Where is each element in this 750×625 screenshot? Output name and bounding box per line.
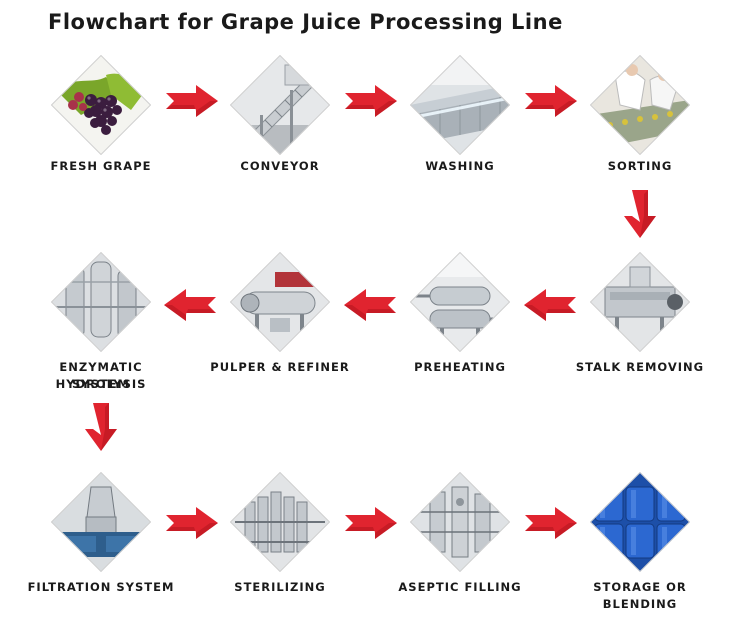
- pulper-photo: [230, 252, 330, 352]
- step-stalk-removing: STALK REMOVING: [560, 252, 720, 382]
- step-filtration: FILTRATION SYSTEM: [21, 472, 181, 602]
- step-sterilizing: STERILIZING: [200, 472, 360, 602]
- arrow-down-icon: [85, 403, 117, 451]
- step-conveyor: CONVEYOR: [200, 55, 360, 185]
- step-label: FRESH GRAPE: [21, 158, 181, 175]
- step-label: CONVEYOR: [200, 158, 360, 175]
- hydrolysis-tanks-photo: [51, 252, 151, 352]
- step-label-line2: SYSTEM: [21, 376, 181, 393]
- step-label: SORTING: [560, 158, 720, 175]
- step-sorting: SORTING: [560, 55, 720, 185]
- stalk-remover-photo: [590, 252, 690, 352]
- preheater-photo: [410, 252, 510, 352]
- sorting-photo: [590, 55, 690, 155]
- grapes-photo: [51, 55, 151, 155]
- conveyor-photo: [230, 55, 330, 155]
- arrow-down-icon: [624, 190, 656, 238]
- washing-photo: [410, 55, 510, 155]
- step-storage-blending: STORAGE OR BLENDING: [560, 472, 720, 602]
- step-label: ASEPTIC FILLING: [380, 579, 540, 596]
- step-fresh-grape: FRESH GRAPE: [21, 55, 181, 185]
- filler-photo: [410, 472, 510, 572]
- step-label: FILTRATION SYSTEM: [21, 579, 181, 596]
- step-label: PULPER & REFINER: [200, 359, 360, 376]
- step-preheating: PREHEATING: [380, 252, 540, 382]
- step-label: PREHEATING: [380, 359, 540, 376]
- step-label: STERILIZING: [200, 579, 360, 596]
- step-enzymatic-hydrolysis: ENZYMATIC HYDROLYSIS SYSTEM: [21, 252, 181, 397]
- step-label: STORAGE OR BLENDING: [560, 579, 720, 613]
- step-label: WASHING: [380, 158, 540, 175]
- step-pulper-refiner: PULPER & REFINER: [200, 252, 360, 382]
- step-label: STALK REMOVING: [560, 359, 720, 376]
- sterilizer-photo: [230, 472, 330, 572]
- step-washing: WASHING: [380, 55, 540, 185]
- step-aseptic-filling: ASEPTIC FILLING: [380, 472, 540, 602]
- filtration-photo: [51, 472, 151, 572]
- blue-drums-photo: [590, 472, 690, 572]
- page-title: Flowchart for Grape Juice Processing Lin…: [48, 10, 563, 34]
